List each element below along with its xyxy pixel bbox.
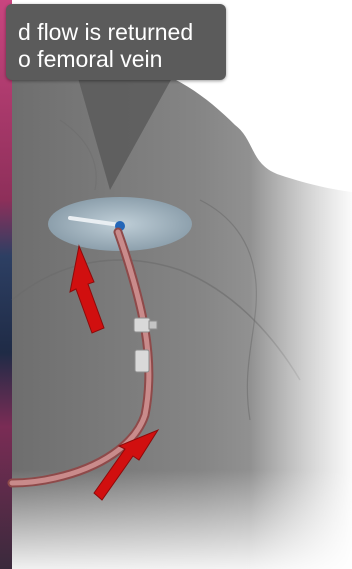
callout-text-line-2: o femoral vein bbox=[18, 46, 162, 72]
callout-text-line-1: d flow is returned bbox=[18, 19, 193, 45]
callout-box: d flow is returned o femoral vein bbox=[6, 4, 226, 80]
fade-bottom bbox=[12, 470, 352, 569]
tube-connector-icon bbox=[135, 350, 149, 372]
